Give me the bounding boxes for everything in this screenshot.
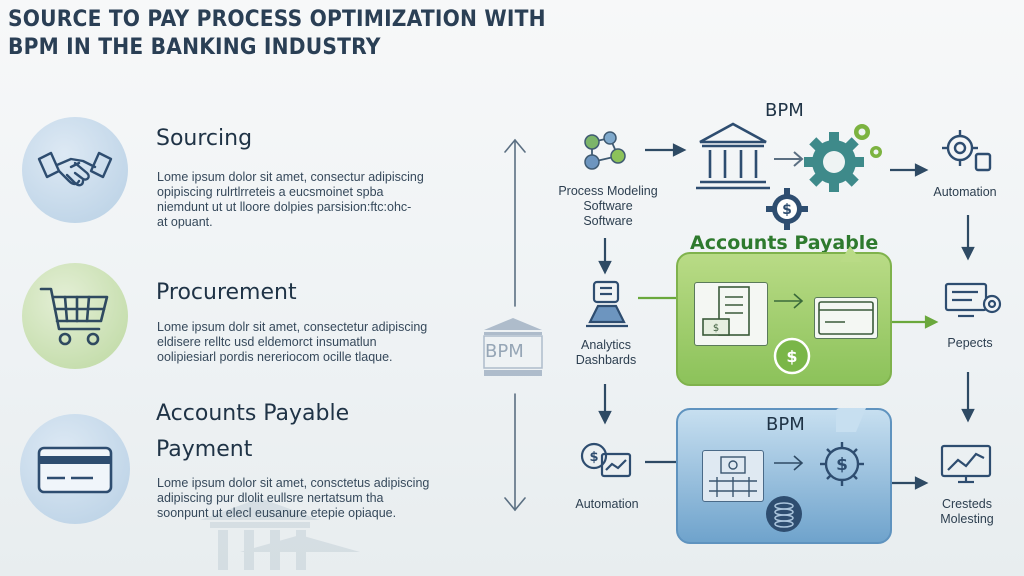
panel-tab-blue: [836, 408, 866, 432]
label-line: Molesting: [940, 512, 994, 526]
panel-tab-green: [840, 246, 862, 262]
analytics-label: Analytics Dashbards: [556, 338, 656, 368]
label-line: Cresteds: [941, 497, 993, 511]
process-modeling-icon: [584, 131, 626, 170]
bank-building-icon: [696, 122, 770, 190]
bpm-top-label: BPM: [765, 100, 804, 121]
section-title-payment: Accounts Payable Payment: [156, 396, 349, 468]
automation-top-label: Automation: [933, 185, 997, 199]
dollar-gear-blue-icon: $: [820, 442, 864, 486]
svg-text:$: $: [782, 202, 792, 218]
coin-stack-icon: [766, 496, 802, 532]
card-icon: [818, 301, 874, 335]
card-box: [814, 297, 878, 339]
bank-scene-box: [702, 450, 764, 502]
sourcing-circle: [22, 117, 128, 223]
text-line: adipiscing pur dlolit eullsre nertatsum …: [157, 491, 384, 505]
page-title: SOURCE TO PAY PROCESS OPTIMIZATION WITH …: [8, 6, 597, 62]
crested-label: Cresteds Molesting: [922, 497, 1012, 527]
title-line-1: SOURCE TO PAY PROCESS OPTIMIZATION WITH: [8, 7, 546, 32]
handshake-icon: [37, 151, 113, 187]
text-line: eldisere relltc usd eldemorct insumatlun: [157, 335, 377, 349]
text-line: at opuant.: [157, 215, 213, 229]
label-line: Software: [583, 199, 633, 213]
shopping-cart-icon: [39, 287, 109, 346]
monitor-chart-icon: [940, 444, 992, 484]
section-text-procurement: Lome ipsum dolr sit amet, consectetur ad…: [157, 320, 432, 365]
receipt-box: $: [694, 282, 768, 346]
text-line: niemdunt ut ut lloore dolpies parsision:…: [157, 200, 412, 214]
section-title-sourcing: Sourcing: [156, 126, 253, 151]
title-line-2: BPM IN THE BANKING INDUSTRY: [8, 35, 381, 60]
label-line: Analytics: [580, 338, 632, 352]
svg-text:$: $: [713, 323, 719, 334]
procurement-circle: [22, 263, 128, 369]
label-line: Dashbards: [575, 353, 637, 367]
text-line: oolipiesiarl pordis nereriocom ocille tl…: [157, 350, 393, 364]
automation-gear-icon: [942, 130, 992, 172]
label-line: Software: [583, 214, 633, 228]
arrow-inside-blue: [774, 455, 804, 471]
automation-dollar-icon: $: [580, 442, 632, 478]
bpm-bottom-label: BPM: [766, 414, 805, 435]
dollar-coin-green-icon: $: [773, 337, 811, 375]
bank-icon: [483, 318, 543, 376]
automation-bottom-label: Automation: [575, 497, 639, 511]
svg-text:$: $: [786, 347, 797, 366]
monitor-gear-icon: [944, 282, 1002, 318]
text-line: Lome ipsum dolr sit amet, consectetur ad…: [157, 320, 428, 334]
text-line: Lome ipsum dolor sit amet, consctetus ad…: [157, 476, 430, 490]
svg-text:$: $: [589, 450, 598, 465]
payment-circle: [20, 414, 130, 524]
credit-card-icon: [37, 446, 113, 494]
section-title-procurement: Procurement: [156, 280, 297, 305]
analytics-dashboard-icon: [586, 280, 628, 328]
invoice-icon: $: [702, 286, 750, 336]
label-line: Process Modeling: [558, 184, 658, 198]
arrow-inside-green: [774, 293, 804, 309]
title-line: Payment: [156, 437, 253, 462]
bank-scene-icon: [709, 456, 757, 497]
text-line: soonpunt ut elecl eusanure etepie opiaqu…: [157, 506, 397, 520]
pepects-label: Pepects: [947, 336, 993, 350]
section-text-payment: Lome ipsum dolor sit amet, consctetus ad…: [157, 476, 432, 521]
process-modeling-label: Process Modeling Software Software: [548, 184, 668, 229]
title-line: Accounts Payable: [156, 401, 350, 426]
accounts-payable-title: Accounts Payable: [690, 232, 879, 254]
dollar-gear-icon: $: [766, 188, 808, 230]
gears-icon: [804, 124, 882, 192]
center-bpm-label: BPM: [485, 341, 524, 362]
arrow-to-gears: [774, 151, 804, 167]
section-text-sourcing: Lome ipsum dolor sit amet, consectur adi…: [157, 170, 432, 230]
center-vertical-arrow: [504, 138, 526, 512]
svg-text:$: $: [836, 455, 848, 475]
text-line: Lome ipsum dolor sit amet, consectur adi…: [157, 170, 424, 184]
text-line: opipiscing rulrtlrreteis a eucsmoinet sp…: [157, 185, 384, 199]
